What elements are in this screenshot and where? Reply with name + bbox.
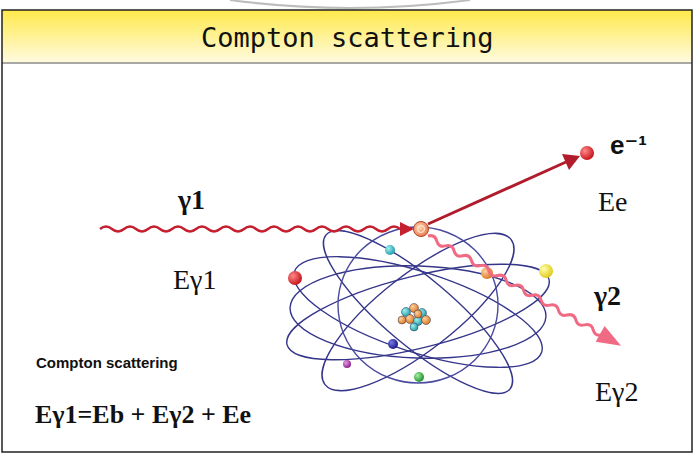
scattered-photon	[424, 228, 626, 353]
energy-label: Eγ1	[173, 266, 216, 294]
nucleus	[398, 304, 431, 332]
energy-label: Eγ2	[595, 378, 638, 406]
atom-orbits	[278, 209, 557, 415]
energy-equation: Eγ1=Eb + Eγ2 + Ee	[35, 402, 251, 428]
panel-ground	[2, 10, 692, 452]
electron-symbol: e⁻¹	[610, 132, 647, 158]
header-band	[2, 10, 692, 63]
header-rule	[2, 62, 692, 63]
photon-symbol: γ2	[594, 282, 621, 310]
title: Compton scattering	[201, 24, 494, 51]
logo-arc	[230, 0, 470, 8]
orbit-electrons	[288, 245, 553, 382]
electron-track-head	[562, 154, 580, 170]
struck-electron	[414, 222, 429, 237]
electron-track	[428, 162, 566, 224]
struck-electron-ring	[418, 226, 425, 233]
energy-label: Ee	[598, 188, 628, 216]
panel-border	[2, 10, 692, 452]
incident-photon-head	[400, 222, 414, 236]
photon-symbol: γ1	[178, 186, 205, 214]
incident-photon-wave	[100, 227, 400, 232]
ejected-electron	[580, 146, 594, 160]
subtitle-note: Compton scattering	[36, 355, 178, 370]
